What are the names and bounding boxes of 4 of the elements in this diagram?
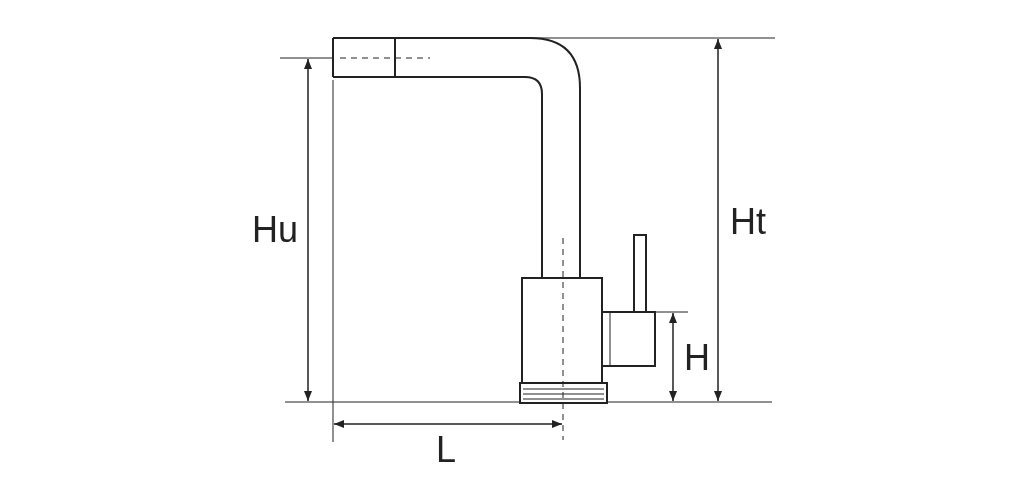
dimension-label: L xyxy=(436,432,457,468)
dimension-label: Hu xyxy=(252,212,299,248)
dimension-label: Ht xyxy=(730,204,766,240)
dimension-label: H xyxy=(684,340,710,376)
